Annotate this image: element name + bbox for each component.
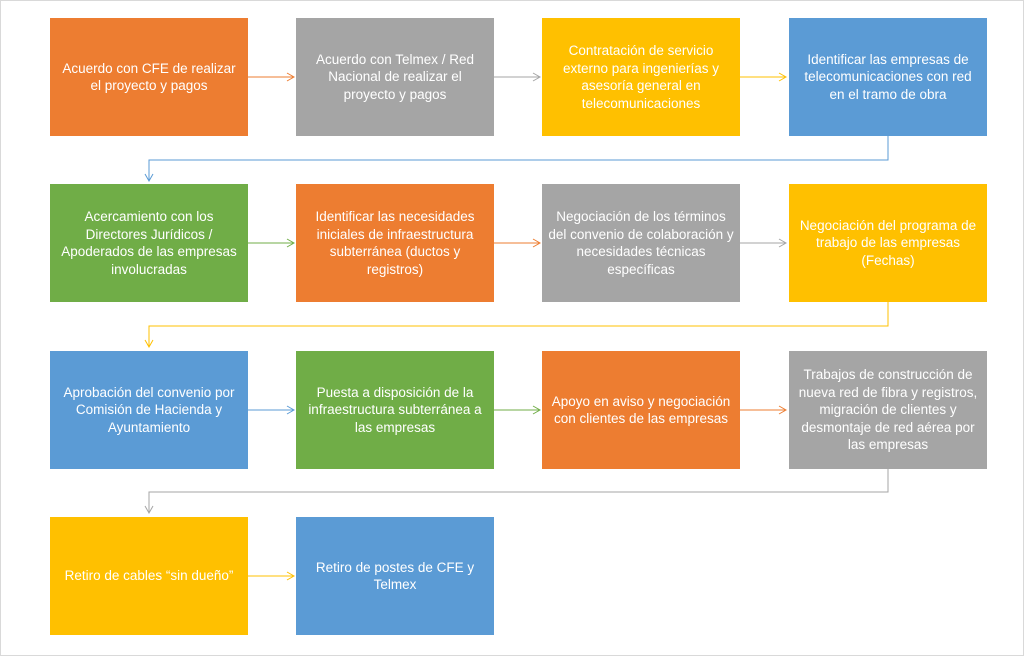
step-5-label: Acercamiento con los Directores Jurídico…	[61, 209, 237, 277]
step-6-label: Identificar las necesidades iniciales de…	[315, 209, 475, 277]
step-7: Negociación de los términos del convenio…	[542, 184, 740, 302]
step-12: Trabajos de construcción de nueva red de…	[789, 351, 987, 469]
step-11-label: Apoyo en aviso y negociación con cliente…	[551, 393, 731, 427]
step-4-label: Identificar las empresas de telecomunica…	[804, 51, 972, 102]
arrow-8-9	[148, 302, 889, 346]
step-1-label: Acuerdo con CFE de realizar el proyecto …	[62, 60, 236, 94]
step-12-label: Trabajos de construcción de nueva red de…	[798, 367, 978, 453]
step-3-label: Contratación de servicio externo para in…	[562, 43, 720, 111]
step-4: Identificar las empresas de telecomunica…	[789, 18, 987, 136]
step-13: Retiro de cables “sin dueño”	[50, 517, 248, 635]
step-14-label: Retiro de postes de CFE y Telmex	[315, 559, 475, 593]
step-8: Negociación del programa de trabajo de l…	[789, 184, 987, 302]
step-7-label: Negociación de los términos del convenio…	[548, 209, 734, 277]
step-9: Aprobación del convenio por Comisión de …	[50, 351, 248, 469]
arrow-4-5	[148, 136, 889, 180]
arrow-12-13	[148, 469, 889, 512]
step-10-label: Puesta a disposición de la infraestructu…	[308, 384, 482, 435]
step-5: Acercamiento con los Directores Jurídico…	[50, 184, 248, 302]
step-10: Puesta a disposición de la infraestructu…	[296, 351, 494, 469]
step-2-label: Acuerdo con Telmex / Red Nacional de rea…	[315, 51, 475, 102]
step-11: Apoyo en aviso y negociación con cliente…	[542, 351, 740, 469]
step-2: Acuerdo con Telmex / Red Nacional de rea…	[296, 18, 494, 136]
step-1: Acuerdo con CFE de realizar el proyecto …	[50, 18, 248, 136]
step-8-label: Negociación del programa de trabajo de l…	[799, 217, 977, 268]
step-9-label: Aprobación del convenio por Comisión de …	[63, 384, 235, 435]
step-6: Identificar las necesidades iniciales de…	[296, 184, 494, 302]
step-13-label: Retiro de cables “sin dueño”	[64, 568, 234, 584]
step-14: Retiro de postes de CFE y Telmex	[296, 517, 494, 635]
step-3: Contratación de servicio externo para in…	[542, 18, 740, 136]
